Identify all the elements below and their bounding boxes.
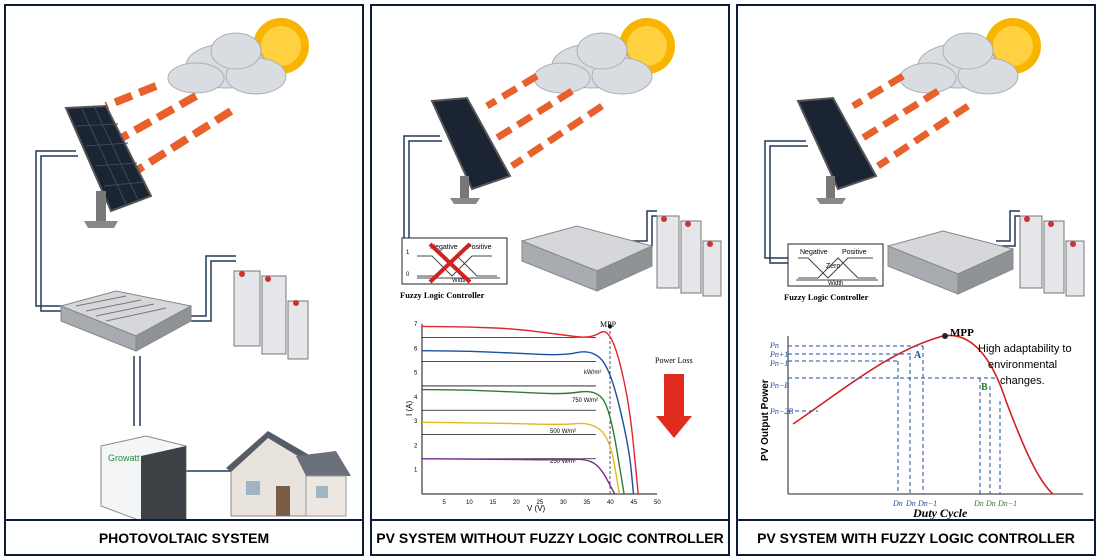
- y-tick-label: 4: [414, 395, 418, 401]
- panel-pv-without-flc: Negative Positive Width 1 0 Fuzzy Logic …: [370, 4, 730, 556]
- flc-title: Fuzzy Logic Controller: [400, 290, 485, 300]
- power-duty-chart: MPP A B High adaptability to environment…: [760, 327, 1083, 520]
- irradiance-label-500: 500 W/m²: [550, 429, 576, 435]
- solar-panel-icon: [430, 96, 512, 204]
- point-b-label: B: [981, 382, 988, 393]
- svg-text:Width: Width: [452, 278, 467, 284]
- inverter-icon: Growatt: [100, 435, 187, 521]
- note-line-3: changes.: [1000, 375, 1045, 387]
- pv-system-illustration: Growatt: [35, 18, 351, 521]
- irradiance-label-1000: kW/m²: [584, 370, 601, 376]
- svg-text:Negative: Negative: [430, 244, 458, 251]
- battery-icon: [656, 215, 722, 297]
- x-tick-label: 15: [490, 500, 497, 506]
- x-tick-label: 50: [654, 500, 661, 506]
- x-tick-b3: Dn−1: [997, 499, 1017, 508]
- x-tick-label: 30: [560, 500, 567, 506]
- iv-series-line: [421, 388, 625, 495]
- sun-rays: [104, 82, 234, 175]
- sun-cloud-icon: [899, 18, 1041, 95]
- fuzzy-logic-controller-box: Negative Positive Zero Width Fuzzy Logic…: [784, 243, 884, 302]
- charge-controller-icon: [59, 290, 193, 352]
- y-tick-pnm1: Pn−1: [769, 359, 788, 368]
- x-tick-b2: Dn: [985, 499, 996, 508]
- svg-text:Negative: Negative: [800, 249, 828, 256]
- pv-with-flc-illustration: Negative Positive Zero Width Fuzzy Logic…: [760, 18, 1085, 520]
- mpp-point: [942, 333, 948, 339]
- svg-text:Width: Width: [828, 281, 843, 287]
- note-line-1: High adaptability to: [978, 343, 1072, 355]
- power-curve: [792, 334, 1054, 495]
- x-tick-label: 45: [631, 500, 638, 506]
- note-line-2: environmental: [988, 359, 1057, 371]
- irradiance-label-750: 750 W/m²: [572, 398, 598, 404]
- y-tick-pn: Pn: [769, 341, 779, 350]
- charge-controller-icon: [520, 225, 654, 292]
- x-tick-label: 35: [584, 500, 591, 506]
- y-tick-label: 5: [414, 371, 418, 377]
- iv-series-line: [421, 421, 621, 495]
- x-axis-label: Duty Cycle: [912, 506, 968, 520]
- battery-icon: [233, 270, 309, 360]
- y-tick-pn1: Pn+1: [769, 350, 788, 359]
- irradiance-label-250: 250 W/m²: [550, 459, 576, 465]
- svg-text:1: 1: [406, 250, 410, 256]
- x-tick-label: 5: [443, 500, 447, 506]
- y-axis-label: PV Output Power: [760, 379, 771, 461]
- x-tick-b1: Dn: [973, 499, 984, 508]
- panel-caption: PV SYSTEM WITH FUZZY LOGIC CONTROLLER: [738, 519, 1094, 554]
- y-tick-pnb: Pn−B: [769, 381, 789, 390]
- wiring: [35, 150, 236, 472]
- x-tick-label: 10: [466, 500, 473, 506]
- x-tick-a2: Dn: [905, 499, 916, 508]
- mpp-label: MPP: [600, 320, 617, 329]
- svg-text:Positive: Positive: [842, 249, 867, 256]
- sun-rays: [851, 72, 970, 169]
- power-loss-arrow: [656, 374, 692, 438]
- sun-rays: [485, 72, 604, 169]
- x-tick-label: 20: [513, 500, 520, 506]
- y-tick-label: 3: [414, 419, 418, 425]
- svg-text:Positive: Positive: [467, 244, 492, 251]
- battery-icon: [1019, 215, 1085, 297]
- x-tick-label: 40: [607, 500, 614, 506]
- svg-text:0: 0: [406, 272, 410, 278]
- iv-curve-chart: I (A) V (V) MPP Power Loss kW/m² 750 W/m…: [405, 320, 693, 513]
- wiring: [764, 140, 1020, 264]
- fuzzy-logic-controller-box: Negative Positive Width 1 0 Fuzzy Logic …: [400, 237, 508, 300]
- sun-cloud-icon: [167, 18, 309, 95]
- y-tick-label: 7: [414, 322, 418, 328]
- panel-caption: PV SYSTEM WITHOUT FUZZY LOGIC CONTROLLER: [372, 519, 728, 554]
- inverter-brand-label: Growatt: [108, 453, 140, 463]
- chart-y-label: I (A): [405, 401, 414, 416]
- x-tick-label: 25: [537, 500, 544, 506]
- solar-panel-icon: [64, 104, 153, 228]
- flc-title: Fuzzy Logic Controller: [784, 292, 869, 302]
- y-tick-label: 1: [414, 468, 418, 474]
- iv-series-line: [421, 458, 616, 495]
- power-loss-label: Power Loss: [655, 356, 693, 365]
- solar-panel-icon: [796, 96, 878, 204]
- panel-caption: PHOTOVOLTAIC SYSTEM: [6, 519, 362, 554]
- y-tick-label: 6: [414, 346, 418, 352]
- sun-cloud-icon: [533, 18, 675, 95]
- y-tick-label: 2: [414, 443, 418, 449]
- point-a-label: A: [914, 350, 922, 361]
- pv-without-flc-illustration: Negative Positive Width 1 0 Fuzzy Logic …: [400, 18, 722, 513]
- mpp-label: MPP: [950, 327, 974, 339]
- chart-x-label: V (V): [527, 504, 546, 513]
- mpp-point: [608, 324, 612, 329]
- x-tick-a1: Dn: [892, 499, 903, 508]
- panel-pv-with-flc: Negative Positive Zero Width Fuzzy Logic…: [736, 4, 1096, 556]
- panel-photovoltaic-system: Growatt PHOTOVOLTAIC SYSTEM: [4, 4, 364, 556]
- x-tick-a3: Dn−1: [917, 499, 937, 508]
- cross-icon: [428, 242, 472, 284]
- iv-series-line: [421, 350, 635, 495]
- svg-text:Zero: Zero: [826, 263, 841, 270]
- y-tick-pn2b: Pn−2B: [769, 407, 793, 416]
- charge-controller-icon: [886, 230, 1015, 295]
- iv-series-line: [421, 325, 639, 495]
- house-icon: [226, 431, 351, 517]
